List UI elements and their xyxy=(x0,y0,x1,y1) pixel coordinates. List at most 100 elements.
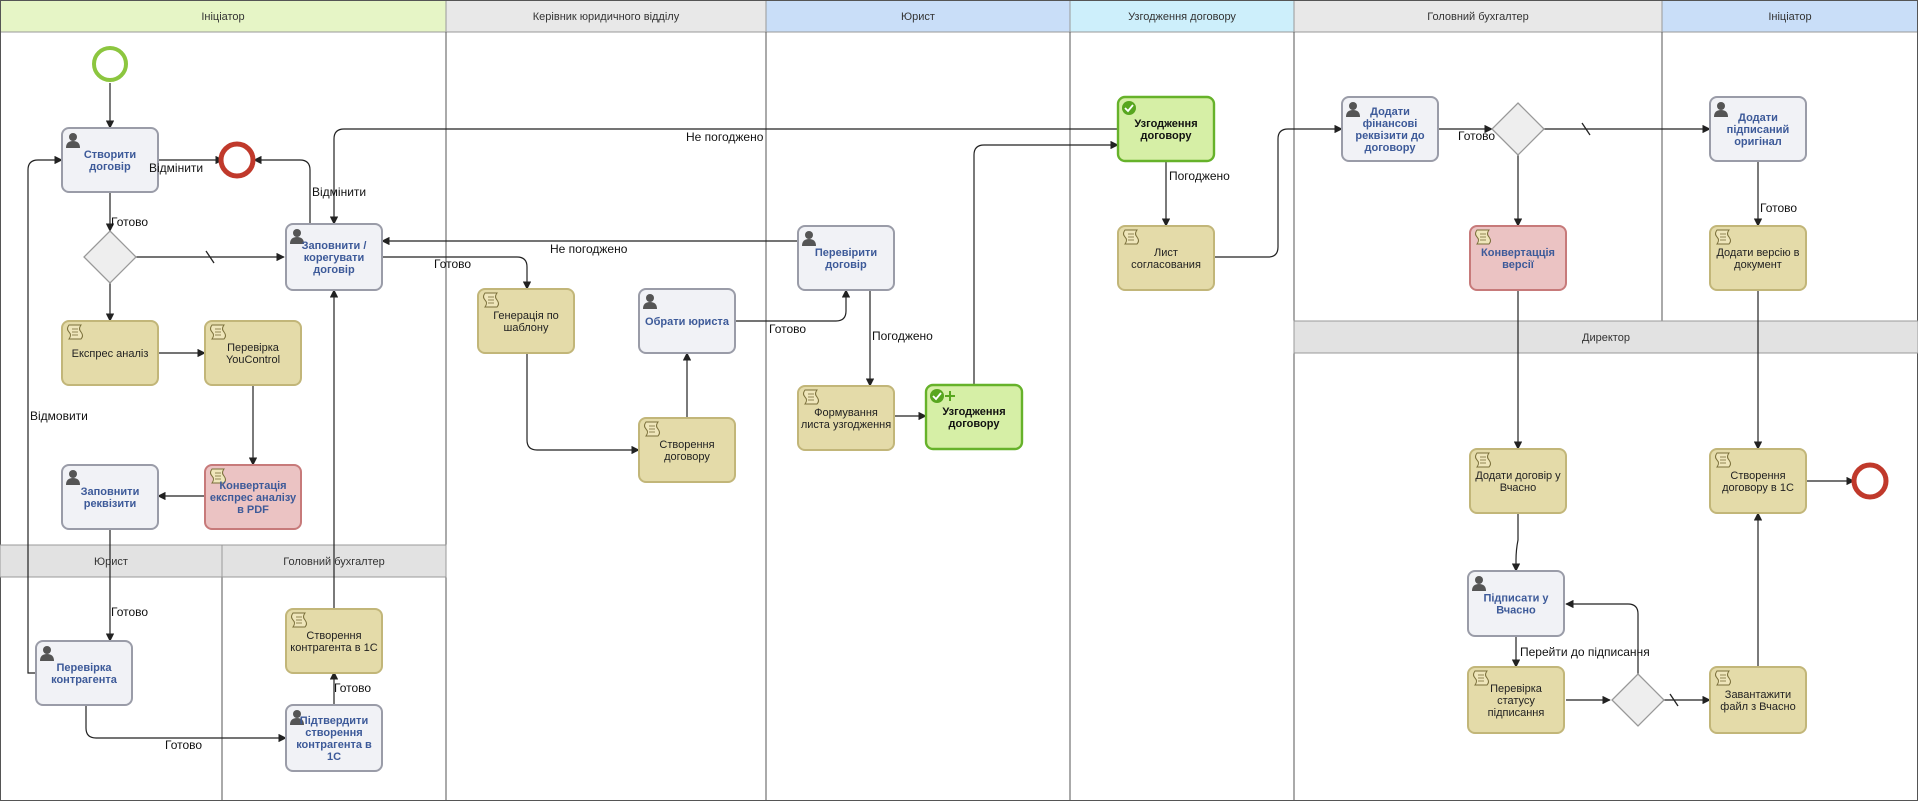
gateway-director[interactable] xyxy=(1611,673,1665,727)
task-label-line: договір xyxy=(89,161,131,173)
task-label-line: статусу xyxy=(1497,695,1535,707)
task-label-line: Перевірка xyxy=(1490,683,1543,695)
task-label-line: договір xyxy=(825,259,867,271)
task-label-line: експрес аналізу xyxy=(210,492,297,504)
script-icon xyxy=(210,324,226,340)
task-label-line: Створення xyxy=(659,439,714,451)
task-label-line: согласования xyxy=(1131,259,1201,271)
gateway-initiator[interactable] xyxy=(83,230,137,284)
user-icon xyxy=(290,229,304,244)
task-box xyxy=(1341,96,1439,162)
task-label-line: реквізити до xyxy=(1355,130,1425,142)
task-label-line: Завантажити xyxy=(1725,689,1791,701)
task-choose-lawyer[interactable]: Обрати юриста xyxy=(638,288,736,354)
task-box xyxy=(1709,225,1807,291)
task-box xyxy=(1467,666,1565,734)
task-box xyxy=(1467,570,1565,637)
flow-label-reject: Відмовити xyxy=(30,409,88,423)
task-box xyxy=(797,225,895,291)
task-label-line: Додати договір у xyxy=(1475,470,1561,482)
task-label-line: контрагента xyxy=(51,674,118,686)
events xyxy=(83,46,1889,727)
task-label-line: YouControl xyxy=(226,354,280,366)
flow-label-not-approved-lawyer: Не погоджено xyxy=(550,242,628,256)
task-label-line: Обрати юриста xyxy=(645,316,730,328)
script-icon xyxy=(1715,670,1731,686)
flow-label-done-gateway: Готово xyxy=(111,215,148,229)
task-express-analysis[interactable]: Експрес аналіз xyxy=(61,320,159,386)
user-icon xyxy=(1346,102,1360,117)
task-box xyxy=(204,320,302,386)
script-icon xyxy=(1123,229,1139,245)
script-icon xyxy=(1475,229,1491,245)
task-label-line: Створення xyxy=(306,630,361,642)
script-icon xyxy=(1475,452,1491,468)
task-label-line: шаблону xyxy=(504,322,549,334)
lane-header-approval xyxy=(1069,0,1295,33)
flow-labels: Відмінити Відмінити Готово Не погоджено … xyxy=(30,129,1797,752)
flow-label-done-counterparty: Готово xyxy=(165,738,202,752)
lane-title-initiator: Ініціатор xyxy=(201,11,244,23)
script-icon xyxy=(291,612,307,628)
sequence-flows xyxy=(27,83,1855,743)
flow-label-done-confirm: Готово xyxy=(334,681,371,695)
task-label-line: фінансові xyxy=(1363,118,1418,130)
task-label-line: Вчасно xyxy=(1496,605,1536,617)
flow-label-done-requisites: Готово xyxy=(111,605,148,619)
task-label-line: Заповнити xyxy=(81,486,140,498)
sublane-header-lawyer xyxy=(0,544,223,578)
task-label-line: підписаний xyxy=(1727,124,1790,136)
end-event-cancel[interactable] xyxy=(218,141,256,179)
lane-title-chief-accountant: Головний бухгалтер xyxy=(1427,11,1529,23)
task-label-line: Конвертація xyxy=(219,480,286,492)
task-label-line: Додати xyxy=(1370,106,1410,118)
task-box xyxy=(1116,95,1216,163)
task-label-line: Підписати у xyxy=(1483,593,1549,605)
script-icon xyxy=(803,389,819,405)
task-label-line: Формування xyxy=(814,407,878,419)
lane-title-lawyer: Юрист xyxy=(901,11,935,23)
flow-label-done-lawyer-choice: Готово xyxy=(769,322,806,336)
task-label-line: контрагента в xyxy=(296,739,372,751)
task-box xyxy=(35,640,133,706)
task-box xyxy=(285,704,383,772)
task-label-line: Лист xyxy=(1154,247,1178,259)
user-icon xyxy=(1472,576,1486,591)
task-label-line: договору xyxy=(949,418,1001,430)
script-icon xyxy=(1473,670,1489,686)
gateway-chief-accountant[interactable] xyxy=(1491,102,1545,156)
task-label-line: договір xyxy=(313,264,355,276)
flow-label-not-approved-top: Не погоджено xyxy=(686,130,764,144)
task-label-line: Перевірка xyxy=(227,342,280,354)
end-event-finish[interactable] xyxy=(1851,462,1889,500)
flow-label-cancel-2: Відмінити xyxy=(312,185,366,199)
start-event[interactable] xyxy=(92,46,128,82)
task-label-line: договору xyxy=(1365,142,1417,154)
flow-label-done-initiator: Готово xyxy=(1760,201,1797,215)
